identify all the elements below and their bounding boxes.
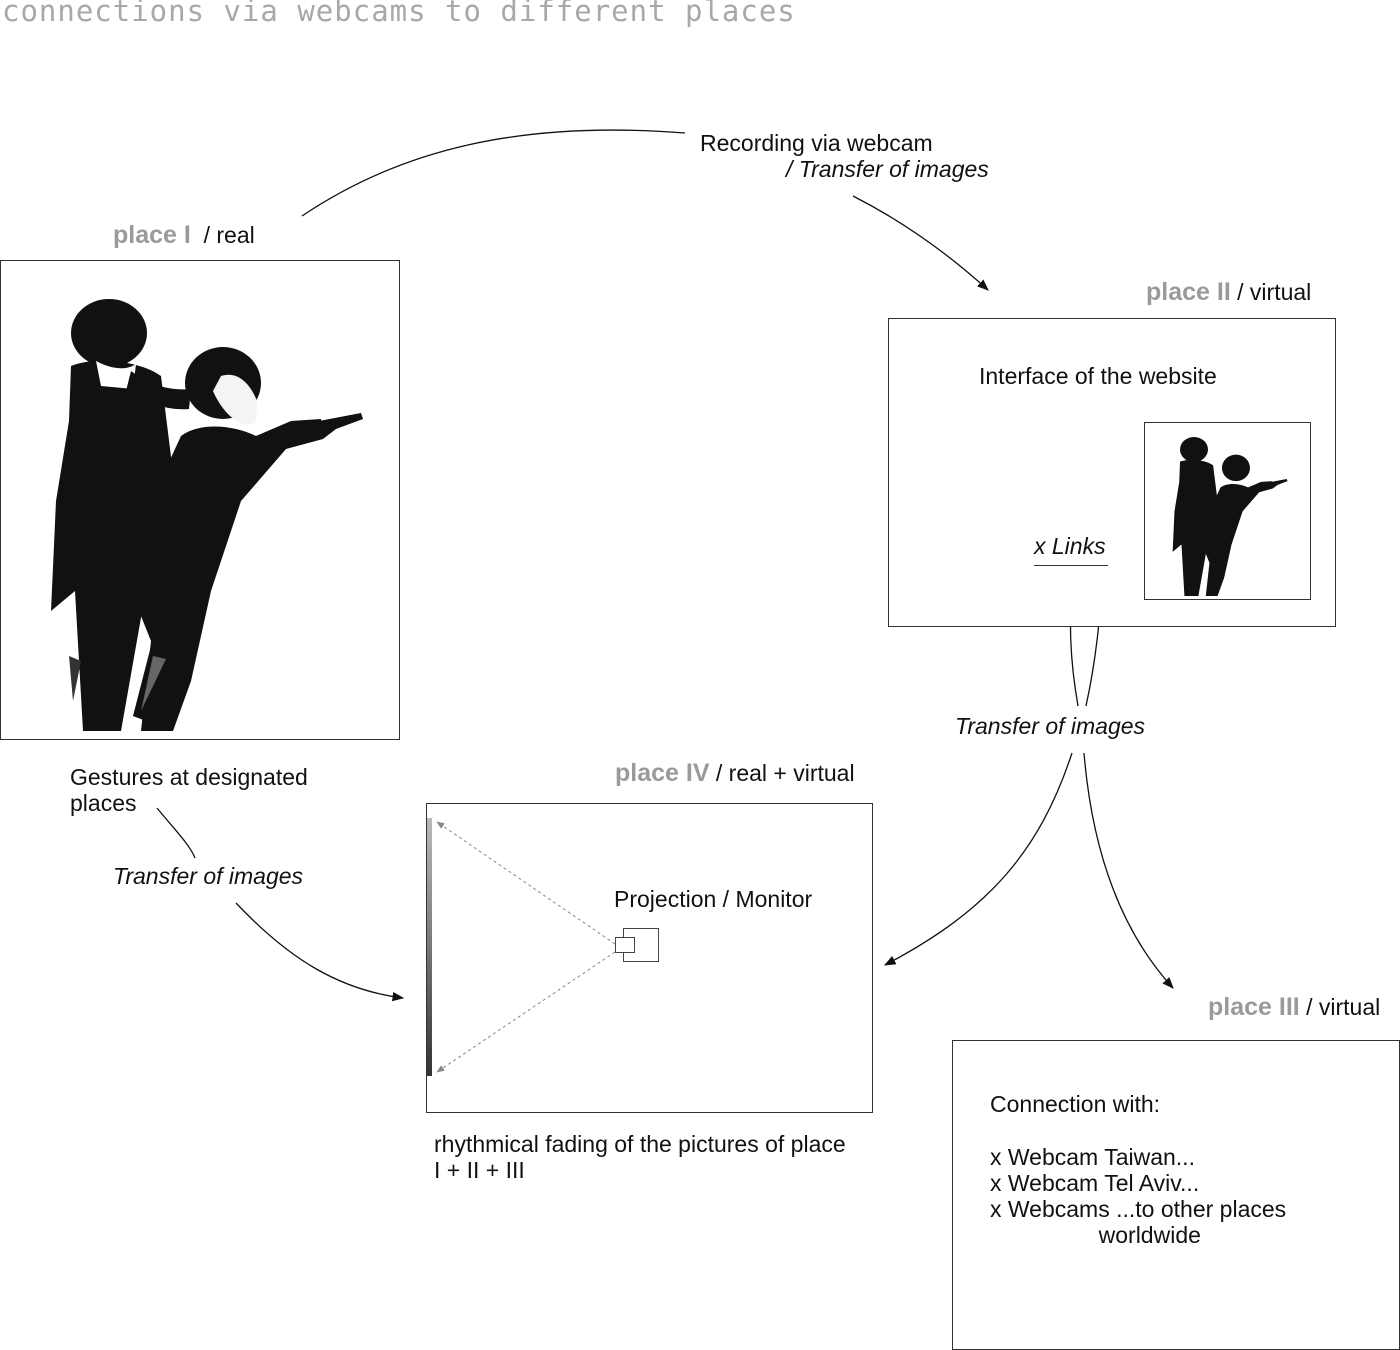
projector-lens-icon	[615, 937, 635, 953]
place4-name: place IV	[615, 759, 710, 787]
place1-label: place I / real	[113, 222, 255, 248]
arrow-to-place3	[1083, 752, 1174, 989]
diagram-title: connections via webcams to different pla…	[2, 0, 796, 28]
projection-label: Projection / Monitor	[614, 886, 813, 912]
place3-label: place III / virtual	[1208, 994, 1380, 1020]
arrow-to-place4	[883, 752, 1073, 966]
place2-box: Interface of the website x Links	[888, 318, 1336, 627]
webcam-item-other: x Webcams ...to other places worldwide	[990, 1196, 1287, 1248]
place4-tag: / real + virtual	[715, 760, 855, 786]
transfer-right-label: Transfer of images	[955, 713, 1146, 739]
place4-label: place IV / real + virtual	[615, 760, 855, 786]
webcam-item-tel-aviv: x Webcam Tel Aviv...	[990, 1170, 1200, 1196]
place3-box: Connection with: x Webcam Taiwan... x We…	[952, 1040, 1400, 1350]
webcam-item-taiwan: x Webcam Taiwan...	[990, 1144, 1195, 1170]
place3-tag: / virtual	[1306, 994, 1381, 1020]
connection-heading: Connection with:	[990, 1091, 1161, 1117]
place1-caption: Gestures at designated places	[70, 764, 308, 816]
place2-label: place II / virtual	[1146, 279, 1311, 305]
gesture-photo-large	[51, 299, 363, 731]
place1-name: place I	[113, 221, 191, 249]
place4-box: Projection / Monitor	[426, 803, 873, 1113]
website-photo-frame	[1144, 422, 1311, 600]
transfer-left-label: Transfer of images	[113, 863, 304, 889]
place2-tag: / virtual	[1237, 279, 1312, 305]
arrow-transfer-to-place4	[235, 902, 405, 1002]
arc-place1-to-recording	[301, 129, 686, 217]
projection-screen	[427, 818, 432, 1076]
place1-box	[0, 260, 400, 740]
place2-name: place II	[1146, 278, 1231, 306]
recording-transfer-label: / Transfer of images	[786, 156, 989, 182]
place1-tag: / real	[203, 222, 255, 248]
recording-label: Recording via webcam	[700, 130, 933, 156]
website-interface-label: Interface of the website	[979, 363, 1217, 389]
arc-gestures-to-transfer	[156, 807, 196, 859]
place4-caption: rhythmical fading of the pictures of pla…	[434, 1131, 846, 1183]
gesture-photo-small	[1172, 436, 1288, 597]
links-label: x Links	[1034, 533, 1108, 566]
place3-name: place III	[1208, 993, 1300, 1021]
arrow-recording-to-place2	[852, 195, 989, 291]
